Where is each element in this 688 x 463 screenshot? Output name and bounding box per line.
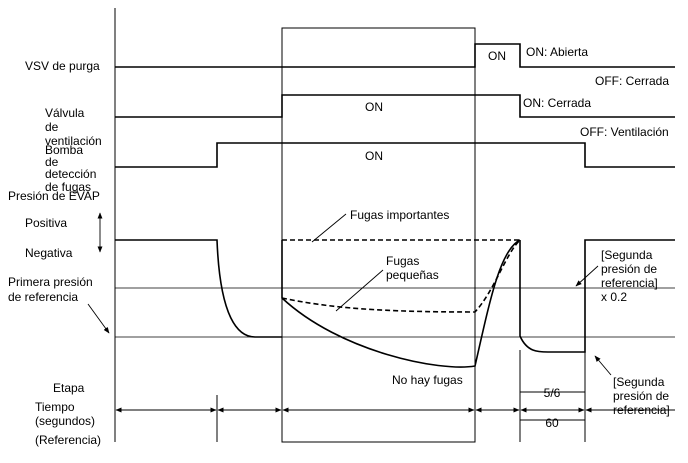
vent-valve-label-1: Válvula (45, 106, 85, 120)
vent-valve-label-3: ventilación (45, 134, 102, 148)
signal-traces (115, 43, 675, 168)
negative-label: Negativa (25, 246, 73, 260)
vsv-on-label: ON (488, 49, 506, 63)
annotation-pointers (87, 212, 612, 376)
time-label-1: Tiempo (35, 400, 75, 414)
leak-pump-label-4: de fugas (45, 180, 91, 194)
time-value: 60 (545, 416, 559, 430)
no-leaks-annotation: No hay fugas (392, 373, 463, 387)
second-ref-b-1: [Segunda (613, 375, 665, 389)
big-leaks-pointer (311, 213, 347, 243)
second-ref-a-2: presión de (601, 262, 657, 276)
small-leak-curve (281, 239, 521, 313)
pressure-curves (115, 239, 675, 368)
second-ref-a-4: x 0.2 (601, 290, 627, 304)
second-reference-curve (519, 239, 675, 353)
stage-label: Etapa (53, 381, 85, 395)
small-leaks-pointer (335, 269, 384, 312)
big-leaks-annotation: Fugas importantes (350, 208, 449, 222)
small-leaks-annotation-2: pequeñas (386, 268, 439, 282)
valve-off-state: OFF: Ventilación (580, 125, 669, 139)
first-ref-arrow (87, 303, 110, 334)
second-ref-a-1: [Segunda (601, 248, 653, 262)
leak-pump-trace (115, 142, 675, 168)
main-phase-box (281, 27, 476, 443)
time-label-2: (segundos) (35, 414, 95, 428)
vsv-purge-label: VSV de purga (25, 59, 100, 73)
vsv-purge-trace (115, 43, 675, 68)
reference-label: (Referencia) (35, 433, 101, 447)
vsv-on-state: ON: Abierta (526, 45, 588, 59)
second-ref-arrow-b (594, 355, 612, 376)
pump-on-label: ON (365, 149, 383, 163)
leak-pump-label-3: detección (45, 167, 96, 181)
leak-pump-label-1: Bomba (45, 143, 83, 157)
leak-pump-label-2: de (45, 155, 59, 169)
second-ref-b-2: presión de (613, 389, 669, 403)
reference-lines (115, 287, 675, 338)
first-ref-label-2: de referencia (8, 290, 78, 304)
evap-pressure-label: Presión de EVAP (8, 189, 100, 203)
first-ref-label-1: Primera presión (8, 275, 93, 289)
second-ref-b-3: referencia] (613, 403, 670, 417)
second-ref-arrow-a (575, 265, 599, 287)
vent-valve-trace (115, 94, 675, 118)
vsv-off-state: OFF: Cerrada (595, 74, 669, 88)
positive-label: Positiva (25, 216, 67, 230)
stage-value: 5/6 (544, 386, 561, 400)
valve-on-label: ON (365, 100, 383, 114)
timing-grid (114, 8, 586, 443)
no-leak-curve (281, 239, 521, 368)
pressure-initial-drop (115, 239, 282, 338)
small-leaks-annotation-1: Fugas (386, 254, 419, 268)
valve-on-state: ON: Cerrada (523, 96, 591, 110)
second-ref-a-3: referencia] (601, 276, 658, 290)
vent-valve-label-2: de (45, 120, 59, 134)
dashed-curves (281, 239, 521, 313)
